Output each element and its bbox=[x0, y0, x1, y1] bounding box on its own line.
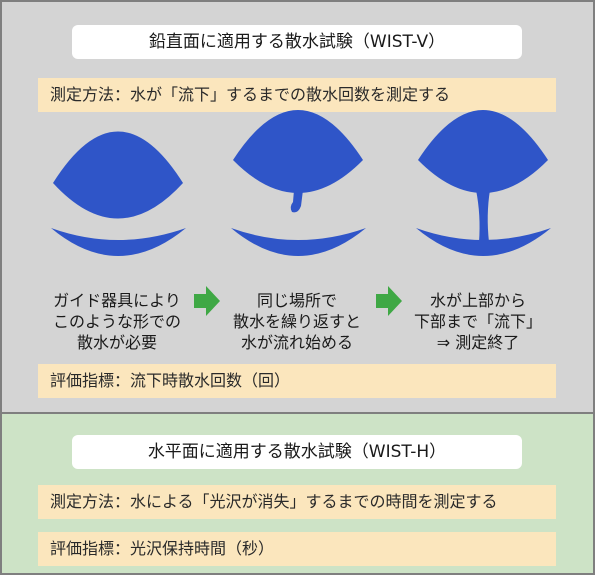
stage-1-caption-line-3: 散水が必要 bbox=[76, 333, 157, 352]
stage-1-shapes bbox=[51, 131, 186, 256]
stage-3-caption-line-2: 下部まで「流下」 bbox=[413, 312, 542, 331]
stage-2-upper-lens bbox=[233, 110, 363, 193]
arrow-right-icon bbox=[376, 286, 402, 316]
horizontal-evaluation-indicator: 評価指標：光沢保持時間（秒） bbox=[38, 532, 556, 566]
stage-3-caption: 水が上部から 下部まで「流下」 ⇒ 測定終了 bbox=[403, 290, 553, 353]
stage-2-drip bbox=[290, 190, 303, 213]
stage-1-caption-line-2: このような形での bbox=[52, 312, 181, 331]
stage-1-lower-crescent bbox=[51, 228, 186, 256]
stage-2-caption-line-1: 同じ場所で bbox=[256, 291, 337, 310]
stage-2-caption-line-2: 散水を繰り返すと bbox=[232, 312, 361, 331]
stage-2-lower-crescent bbox=[231, 228, 366, 256]
stage-1-caption-line-1: ガイド器具により bbox=[53, 291, 181, 310]
stage-3-caption-line-3: ⇒ 測定終了 bbox=[436, 333, 520, 352]
vertical-evaluation-indicator: 評価指標：流下時散水回数（回） bbox=[38, 364, 556, 398]
vertical-measurement-method: 測定方法：水が「流下」するまでの散水回数を測定する bbox=[38, 78, 556, 112]
stage-2-shapes bbox=[231, 110, 366, 256]
stage-3-caption-line-1: 水が上部から bbox=[429, 291, 526, 310]
stage-3-lower-crescent bbox=[416, 228, 551, 256]
stage-2-caption-line-3: 水が流れ始める bbox=[240, 333, 353, 352]
vertical-test-title: 鉛直面に適用する散水試験（WIST-V） bbox=[72, 25, 522, 59]
stage-3-upper-lens bbox=[418, 110, 548, 193]
stage-1-caption: ガイド器具により このような形での 散水が必要 bbox=[42, 290, 192, 353]
water-flow-illustration bbox=[51, 110, 551, 256]
stage-3-stream bbox=[476, 190, 490, 242]
horizontal-test-title: 水平面に適用する散水試験（WIST-H） bbox=[72, 435, 522, 469]
arrow-right-icon bbox=[194, 286, 220, 316]
horizontal-measurement-method: 測定方法：水による「光沢が消失」するまでの時間を測定する bbox=[38, 485, 556, 519]
stage-3-shapes bbox=[416, 110, 551, 256]
stage-1-upper-lens bbox=[53, 131, 183, 219]
stage-2-caption: 同じ場所で 散水を繰り返すと 水が流れ始める bbox=[222, 290, 372, 353]
